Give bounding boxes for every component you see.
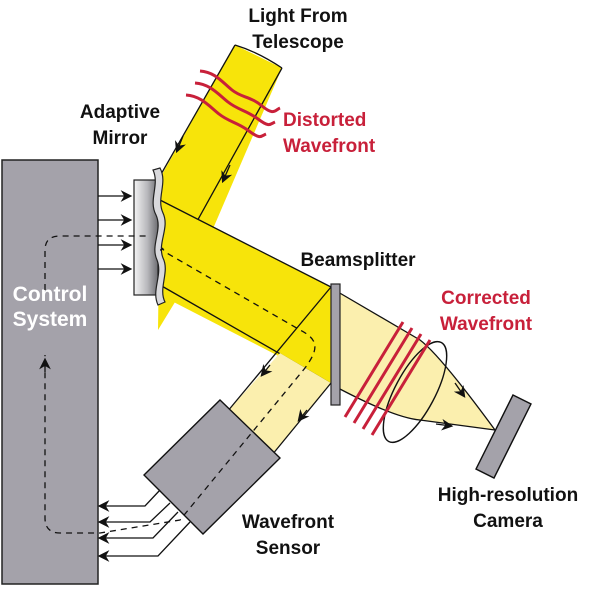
reflected-beam-body [160, 200, 331, 383]
adaptive-mirror-label-line2: Mirror [93, 128, 149, 149]
distorted-label-line1: Distorted [283, 110, 366, 131]
camera-label-line2: Camera [473, 511, 543, 532]
sensor-beam-arrow-2 [297, 409, 310, 422]
camera [475, 394, 532, 479]
beamsplitter-label: Beamsplitter [300, 250, 416, 271]
wavefront-sensor [143, 399, 282, 535]
adaptive-mirror-label-line1: Adaptive [80, 102, 160, 123]
adaptive-mirror [133, 167, 166, 306]
light-source-label-line1: Light From [248, 6, 347, 27]
sensor-label-line1: Wavefront [242, 512, 335, 533]
mirror-surface [152, 167, 166, 306]
camera-beam-arrow-2 [435, 418, 454, 431]
sensor-arrow-2 [97, 502, 171, 528]
sensor-arrow-3 [97, 511, 179, 544]
sensor-signal-arrows [97, 489, 191, 562]
beam-arrow-1 [175, 135, 186, 154]
corrected-wavefront-icon [343, 321, 432, 436]
corrected-label-line1: Corrected [441, 288, 531, 309]
beamsplitter [330, 283, 341, 406]
beam-arrow-2 [221, 164, 233, 184]
control-system-label-line2: System [13, 308, 88, 331]
camera-beam-arrow-1 [453, 382, 466, 398]
control-system: Control System [1, 159, 99, 585]
feedback-loop-dashed [44, 247, 316, 534]
incoming-beam-left-edge [159, 44, 236, 177]
sensor-beam-left-edge [226, 286, 332, 413]
sensor-arrow-4 [97, 521, 191, 562]
sensor-beam-overlap [280, 287, 331, 383]
corrected-label-line2: Wavefront [440, 314, 533, 335]
control-signal-arrows [98, 190, 133, 275]
camera-label-line1: High-resolution [438, 485, 578, 506]
reflected-beam-top-edge [159, 199, 332, 288]
incoming-beam-top-edge [234, 44, 283, 69]
lens [382, 340, 448, 444]
sensor-beam-body [227, 353, 331, 455]
wavefront-sensor-body [143, 399, 282, 535]
distorted-label-line2: Wavefront [283, 136, 376, 157]
control-system-label-line1: Control [13, 283, 88, 306]
control-system-box [1, 159, 99, 585]
sensor-label-line2: Sensor [256, 538, 321, 559]
distorted-wavefront-icon [185, 69, 281, 139]
sensor-arrow-1 [97, 489, 161, 512]
sensor-beam-arrow-1 [260, 364, 273, 377]
camera-beam-bottom-edge [337, 387, 496, 431]
light-source-label-line2: Telescope [252, 32, 344, 53]
sensor-beam [226, 286, 332, 456]
